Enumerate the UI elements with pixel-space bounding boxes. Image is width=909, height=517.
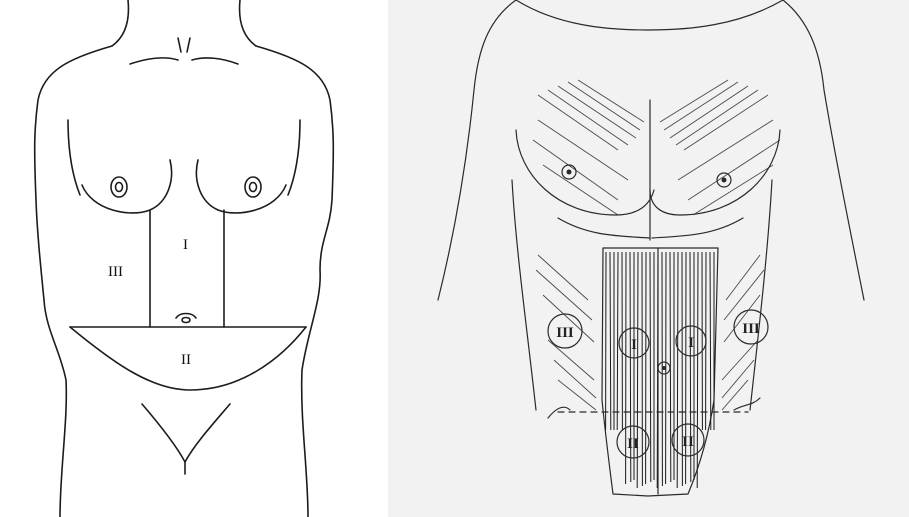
circle-III-right-text: III xyxy=(742,321,760,337)
sketch-flank-left xyxy=(512,180,536,410)
rectus-hatch-line xyxy=(617,252,618,430)
rectus-hatch-line xyxy=(637,252,638,488)
circle-II-right-text: II xyxy=(682,434,694,450)
sketch-body-outline-right xyxy=(783,0,864,300)
circle-label-I-right: I xyxy=(676,326,706,356)
rectus-hatch-line xyxy=(710,252,711,430)
sketch-shoulder-right xyxy=(648,0,783,30)
umbilicus-center xyxy=(182,318,190,323)
arm-line-left xyxy=(68,120,80,195)
collarbone-left xyxy=(130,58,178,64)
sketch-body-outline-left xyxy=(438,0,516,300)
muscle-sketch-figure: III III I I II II xyxy=(388,0,909,517)
zone-I-label: I xyxy=(183,237,188,253)
circle-III-left-text: III xyxy=(556,325,574,341)
sternal-notch xyxy=(178,38,190,52)
sketch-breast-fold-right xyxy=(652,218,743,238)
neck-right xyxy=(240,0,256,46)
arm-line-right xyxy=(288,120,300,195)
nipple-left xyxy=(111,177,127,197)
circle-II-left-text: II xyxy=(627,436,639,452)
pectoral-hatching-left xyxy=(533,80,644,215)
circle-I-right-text: I xyxy=(688,335,694,351)
sketch-shoulder-left xyxy=(516,0,648,30)
circle-label-III-right: III xyxy=(734,310,768,344)
circle-label-II-right: II xyxy=(672,424,704,456)
rectus-hatch-line xyxy=(650,252,651,482)
groin-v xyxy=(142,404,230,462)
sketch-umbilicus-dot xyxy=(662,366,666,370)
neck-left xyxy=(112,0,128,46)
circle-label-II-left: II xyxy=(617,426,649,458)
sketch-flank-right xyxy=(750,180,772,410)
circle-I-left-text: I xyxy=(631,337,637,353)
sketch-nipple-left-dot xyxy=(567,170,572,175)
torso-outline-figure: I III II xyxy=(0,0,375,517)
flank-tick-right xyxy=(734,398,760,410)
body-outline-left xyxy=(35,46,112,517)
breast-right xyxy=(196,160,286,213)
rectus-hatch-line xyxy=(610,252,611,430)
zone-II-label: II xyxy=(181,352,191,368)
collarbone-right xyxy=(192,58,238,64)
sketch-nipple-right-dot xyxy=(722,178,727,183)
nipple-left-inner xyxy=(116,183,123,192)
body-outline-right xyxy=(256,46,333,517)
sketch-breast-fold-left xyxy=(558,218,650,238)
muscle-sketch-diagram: III III I I II II xyxy=(388,0,909,517)
nipple-right-inner xyxy=(250,183,257,192)
nipple-right xyxy=(245,177,261,197)
zone-III-label: III xyxy=(108,264,123,280)
circle-label-III-left: III xyxy=(548,314,582,348)
pectoral-hatching-right xyxy=(660,80,780,215)
torso-zone-diagram: I III II xyxy=(0,0,375,517)
